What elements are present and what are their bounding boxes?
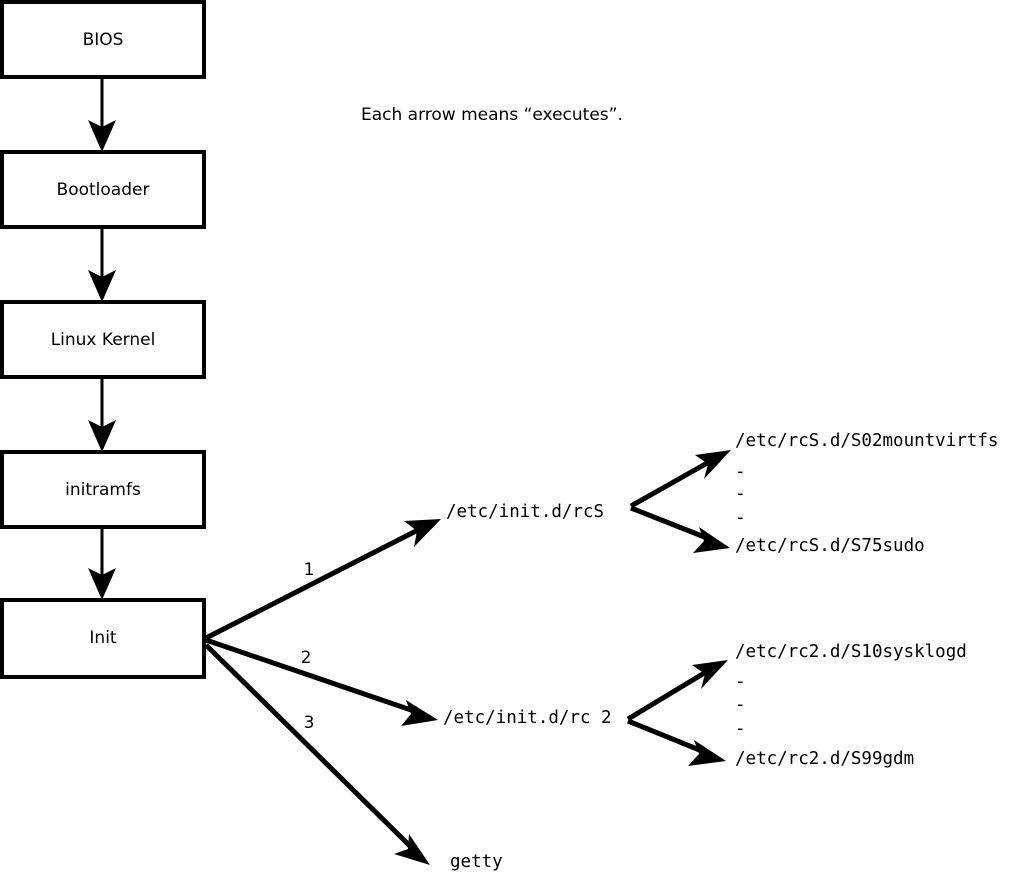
arrow-init-to-rcs [204,519,441,641]
init-label: Init [89,628,117,648]
label-rcs-last-script: /etc/rcS.d/S75sudo [735,536,925,556]
branch-number-3: 3 [304,713,315,733]
arrowhead-icon [695,450,731,479]
init-box[interactable] [0,598,206,679]
linux-kernel-label: Linux Kernel [51,330,156,350]
arrow-rcs-to-first-script [629,450,731,509]
legend-note: Each arrow means “executes”. [361,105,623,125]
arrowhead-icon [693,527,730,553]
rcs-ellipsis-dash-3: - [735,508,746,528]
node-bootloader[interactable]: Bootloader [0,150,206,229]
label-rcs-first-script: /etc/rcS.d/S02mountvirtfs [735,431,998,451]
node-init[interactable]: Init [0,598,206,679]
arrow-init-to-rc2 [205,637,438,726]
bootloader-box[interactable] [0,150,206,229]
arrow-bootloader-to-kernel [88,229,116,302]
rc2-ellipsis-dash-3: - [735,719,746,739]
rcs-ellipsis-dash-1: - [735,462,746,482]
bootloader-label: Bootloader [57,180,150,200]
bios-label: BIOS [83,30,124,50]
rc2-ellipsis-dash-1: - [735,672,746,692]
label-init-d-rc2: /etc/init.d/rc 2 [443,708,612,728]
branch-number-2: 2 [301,648,312,668]
bios-box[interactable] [0,0,206,79]
arrowhead-icon [404,519,441,547]
arrowhead-icon [692,660,728,689]
arrowhead-icon [88,270,116,302]
label-getty: getty [450,852,503,872]
initramfs-label: initramfs [65,480,141,500]
arrow-rc2-to-last-script [627,718,726,766]
arrowhead-icon [394,834,430,865]
arrow-bios-to-bootloader [88,79,116,152]
linux-kernel-box[interactable] [0,300,206,379]
rc2-ellipsis-dash-2: - [735,695,746,715]
node-initramfs[interactable]: initramfs [0,450,206,529]
arrow-rcs-to-last-script [630,505,730,553]
node-bios[interactable]: BIOS [0,0,206,79]
arrow-rc2-to-first-script [626,660,728,722]
label-rc2-first-script: /etc/rc2.d/S10sysklogd [735,642,967,662]
arrow-kernel-to-initramfs [88,379,116,452]
arrow-init-to-getty [204,643,430,865]
arrowhead-icon [401,700,438,726]
initramfs-box[interactable] [0,450,206,529]
arrow-initramfs-to-init [88,529,116,600]
label-init-d-rcs: /etc/init.d/rcS [446,502,604,522]
node-linux-kernel[interactable]: Linux Kernel [0,300,206,379]
arrowhead-icon [88,568,116,600]
rcs-ellipsis-dash-2: - [735,484,746,504]
arrowhead-icon [88,120,116,152]
arrowhead-icon [88,420,116,452]
label-rc2-last-script: /etc/rc2.d/S99gdm [735,749,914,769]
arrowhead-icon [688,740,726,766]
branch-number-1: 1 [304,560,315,580]
